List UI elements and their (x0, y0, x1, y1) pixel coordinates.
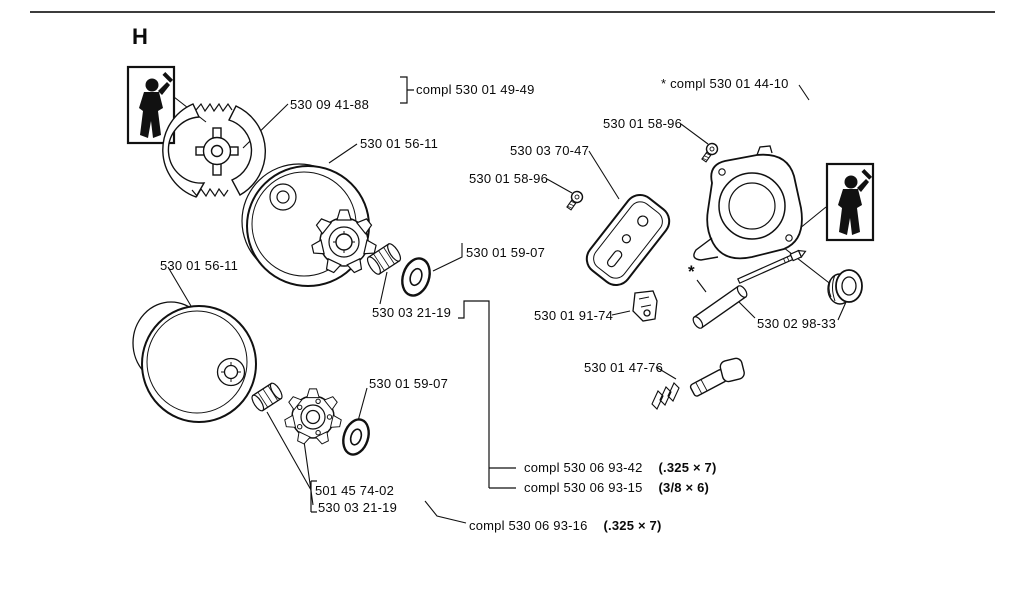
label-chain-catcher: 530 01 91-74 (534, 308, 614, 323)
label-washer-upper: 530 01 59-07 (466, 245, 546, 260)
oil-pickup-tube (692, 285, 748, 329)
kit-label-93-42: compl 530 06 93-42 (.325 × 7) (524, 460, 717, 475)
screw-left (563, 188, 586, 213)
adjuster-screw (737, 249, 807, 284)
label-tube-asterisk: * (688, 262, 695, 281)
section-letter: H (132, 24, 148, 49)
kit-number: compl 530 06 93-16 (469, 518, 588, 533)
label-drum-small: 530 02 98-33 (757, 316, 837, 331)
kit-size: (3/8 × 6) (658, 480, 710, 495)
cover-plate-gasket (585, 194, 671, 286)
brake-cover (693, 145, 803, 261)
label-compl-brake-cover: * compl 530 01 44-10 (661, 76, 789, 91)
washer-upper (401, 257, 431, 297)
label-washer-lower: 530 01 59-07 (369, 376, 449, 391)
mechanic-icon-right (825, 162, 875, 242)
clutch-assembly (162, 102, 267, 198)
label-cover-plate: 530 03 70-47 (510, 143, 590, 158)
clutch-drum-lower (132, 301, 257, 423)
screw-upper (698, 140, 721, 165)
kit-size: (.325 × 7) (603, 518, 662, 533)
label-screw-upper: 530 01 58-96 (603, 116, 683, 131)
kit-label-93-15: compl 530 06 93-15 (3/8 × 6) (524, 480, 709, 495)
bracket-lower-bearing (310, 480, 317, 513)
needle-bearing-lower (251, 382, 283, 412)
leader-lines (167, 84, 847, 524)
rim-sprocket (283, 388, 343, 446)
kit-size: (.325 × 7) (658, 460, 717, 475)
label-clutch: 530 09 41-88 (290, 97, 370, 112)
label-drum-lower: 530 01 56-11 (160, 258, 239, 273)
label-bearing-cage: 501 45 74-02 (315, 483, 395, 498)
kit-number: compl 530 06 93-42 (524, 460, 643, 475)
bracket-compl-kit-top (400, 76, 414, 104)
kit-label-93-16: compl 530 06 93-16 (.325 × 7) (469, 518, 662, 533)
label-screw-left: 530 01 58-96 (469, 171, 549, 186)
drum-small (827, 269, 863, 305)
label-compl-clutch-drum: compl 530 01 49-49 (416, 82, 535, 97)
label-bearing-upper: 530 03 21-19 (372, 305, 452, 320)
bracket-sprocket-kits (458, 300, 516, 489)
sprocket-upper (310, 209, 378, 275)
washer-lower (342, 418, 370, 456)
label-oil-pump-drive: 530 01 47-76 (584, 360, 664, 375)
label-drum-upper: 530 01 56-11 (360, 136, 439, 151)
needle-bearing-upper (366, 243, 402, 275)
chain-catcher (632, 290, 658, 322)
kit-number: compl 530 06 93-15 (524, 480, 643, 495)
label-bearing-lower: 530 03 21-19 (318, 500, 398, 515)
oil-pump-drive (651, 357, 745, 410)
